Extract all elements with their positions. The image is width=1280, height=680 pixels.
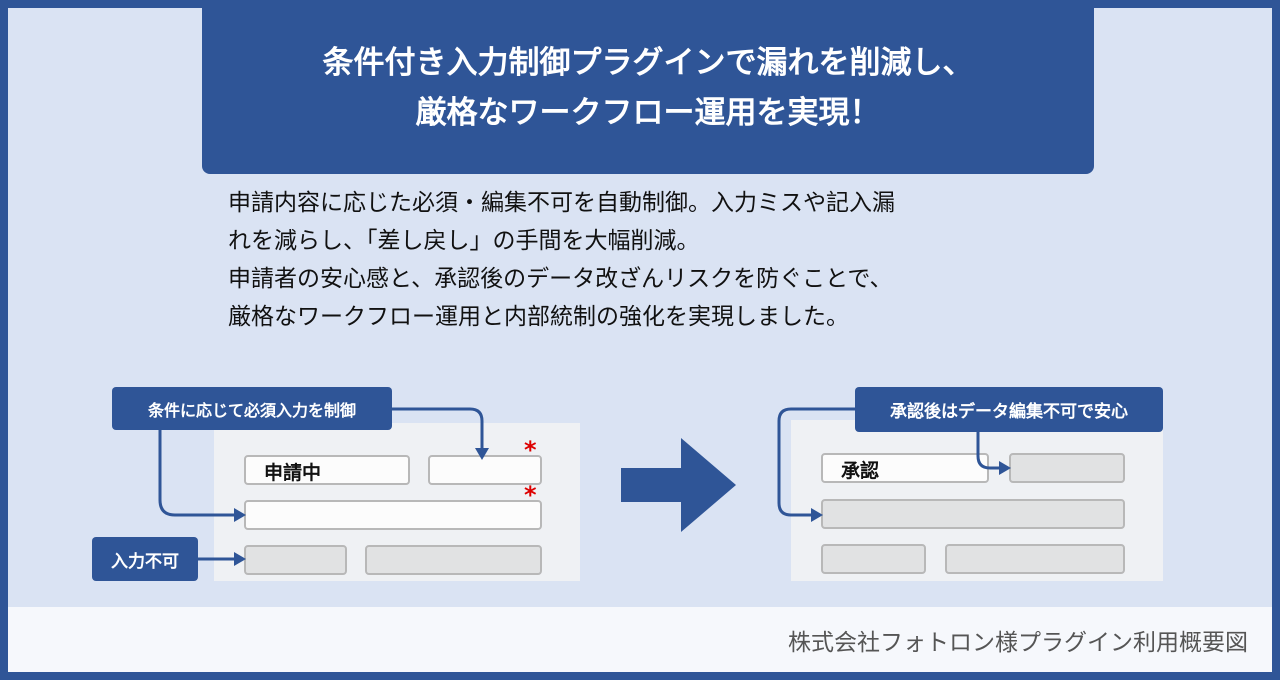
description: 申請内容に応じた必須・編集不可を自動制御。入力ミスや記入漏 れを減らし、「差し戻… xyxy=(228,184,895,336)
required-mark: * xyxy=(524,436,537,464)
status-value: 承認 xyxy=(841,460,880,482)
callout-readonly: 入力不可 xyxy=(92,537,198,581)
required-field[interactable] xyxy=(428,455,542,485)
footer-caption: 株式会社フォトロン様プラグイン利用概要図 xyxy=(788,630,1248,656)
locked-field xyxy=(1009,453,1125,483)
status-field: 承認 xyxy=(821,453,989,483)
callout-locked: 承認後はデータ編集不可で安心 xyxy=(855,387,1163,432)
connector-line xyxy=(158,430,236,517)
locked-field xyxy=(945,544,1125,574)
title-line: 条件付き入力制御プラグインで漏れを削減し、 xyxy=(322,45,974,81)
locked-field xyxy=(821,544,926,574)
locked-wide-field xyxy=(821,499,1125,529)
connector-line xyxy=(777,407,855,517)
required-wide-field[interactable] xyxy=(244,500,542,530)
arrowhead-icon xyxy=(811,508,823,522)
readonly-field xyxy=(244,545,347,575)
transition-arrow-icon xyxy=(621,438,736,532)
connector-line xyxy=(392,407,484,448)
description-line: れを減らし、「差し戻し」の手間を大幅削減。 xyxy=(228,228,700,254)
diagram-canvas: 条件付き入力制御プラグインで漏れを削減し、 厳格なワークフロー運用を実現！ 申請… xyxy=(8,8,1272,672)
required-mark: * xyxy=(524,481,537,509)
arrowhead-icon xyxy=(234,508,246,522)
arrowhead-icon xyxy=(234,552,246,566)
description-line: 申請内容に応じた必須・編集不可を自動制御。入力ミスや記入漏 xyxy=(228,190,895,216)
description-line: 厳格なワークフロー運用と内部統制の強化を実現しました。 xyxy=(228,304,849,330)
connector-arrows xyxy=(158,407,1011,566)
callout-required: 条件に応じて必須入力を制御 xyxy=(112,387,392,430)
title-line: 厳格なワークフロー運用を実現！ xyxy=(415,95,881,131)
status-field: 申請中 xyxy=(244,455,410,485)
description-line: 申請者の安心感と、承認後のデータ改ざんリスクを防ぐことで、 xyxy=(228,266,893,292)
status-value: 申請中 xyxy=(264,462,322,484)
connector-line xyxy=(976,432,1001,470)
title-banner: 条件付き入力制御プラグインで漏れを削減し、 厳格なワークフロー運用を実現！ xyxy=(202,8,1094,174)
readonly-field xyxy=(365,545,542,575)
footer: 株式会社フォトロン様プラグイン利用概要図 xyxy=(8,607,1272,672)
arrowhead-icon xyxy=(999,461,1011,475)
arrowhead-icon xyxy=(475,448,489,460)
